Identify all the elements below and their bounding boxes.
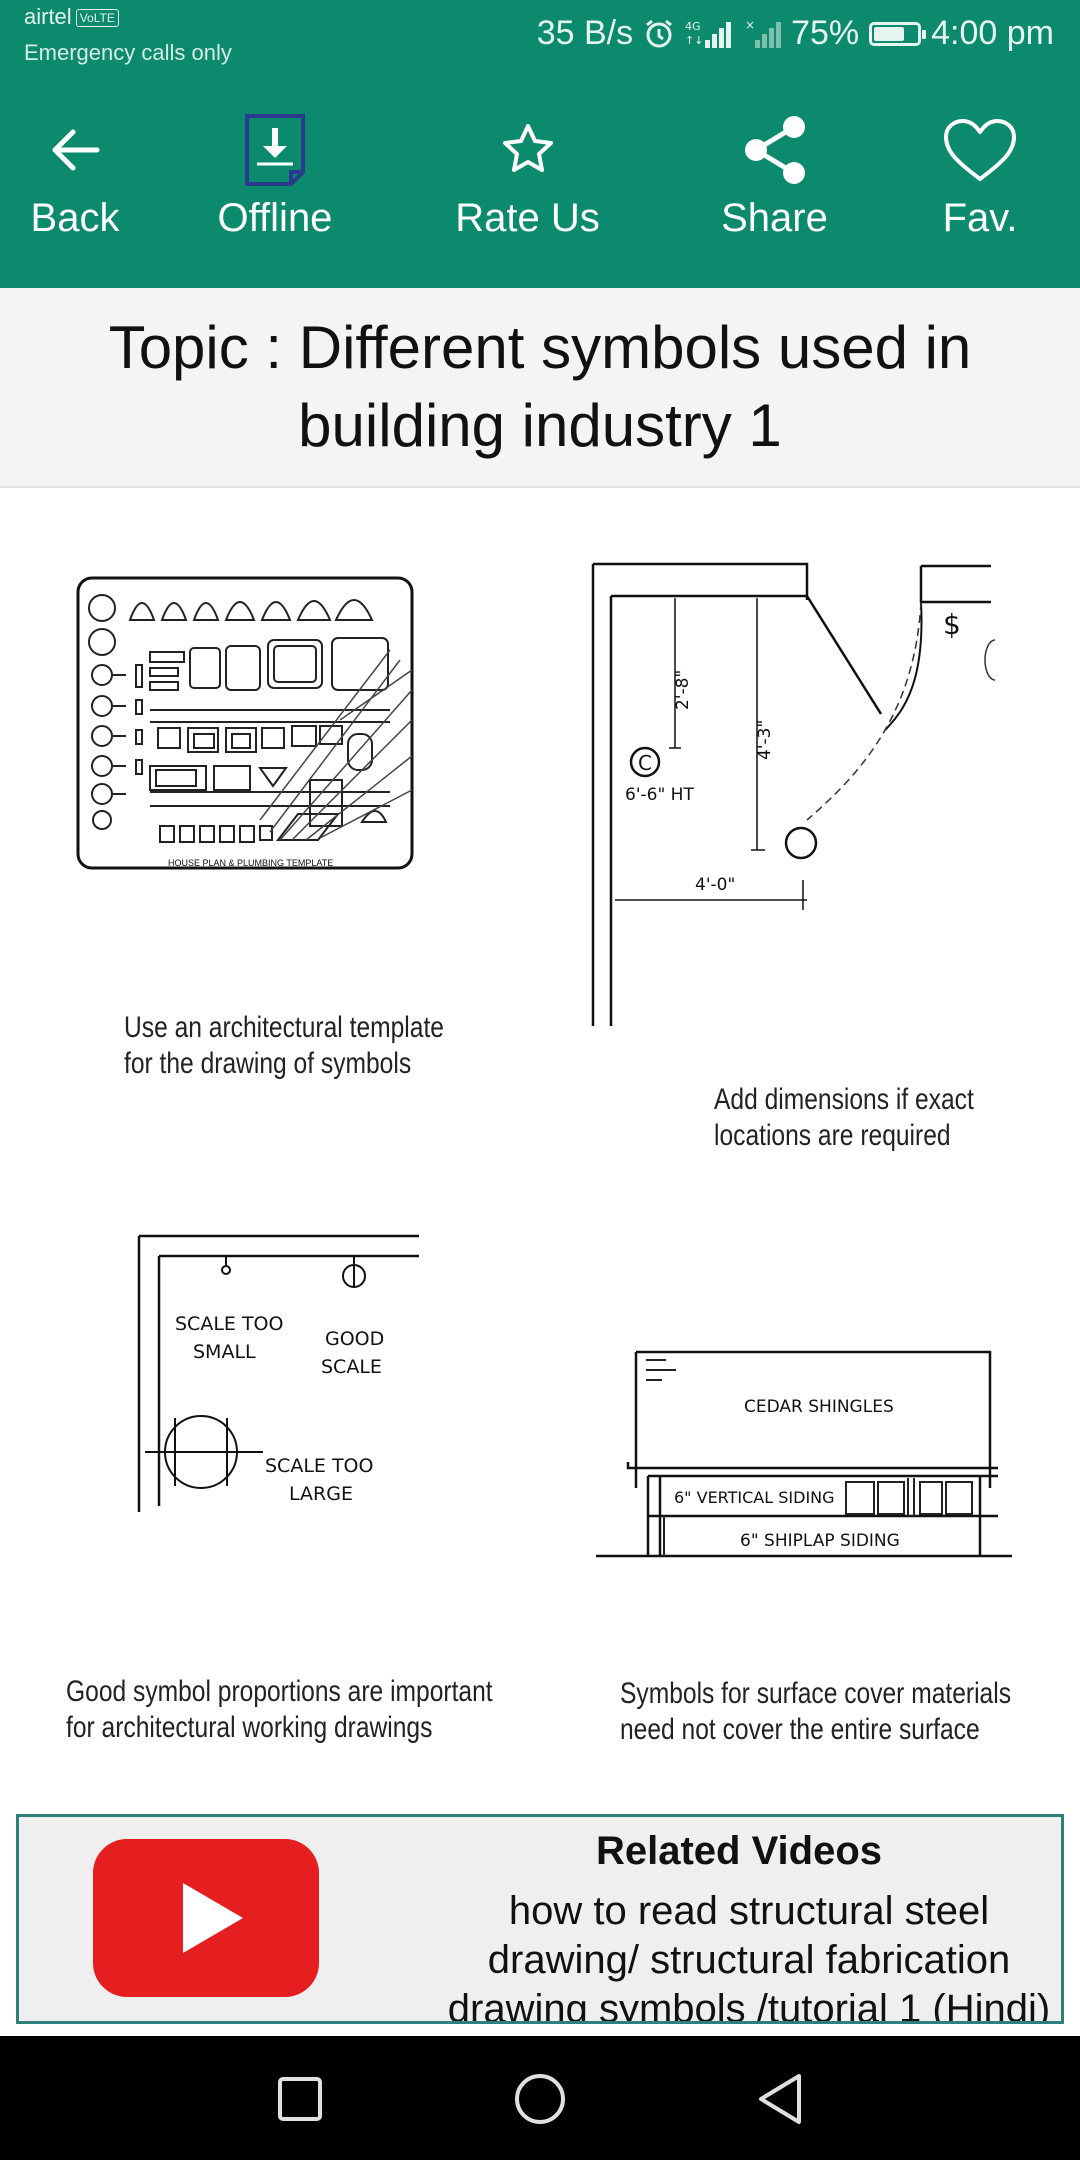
clock-mark: C [638, 751, 652, 775]
dimensions-caption: Add dimensions if exact locations are re… [714, 1083, 974, 1152]
back-nav-button[interactable] [753, 2072, 807, 2126]
star-icon [498, 110, 558, 190]
battery-icon [869, 21, 927, 46]
materials-caption: Symbols for surface cover materials need… [620, 1677, 1011, 1746]
signal-4g-icon: 4G↑↓ [685, 18, 735, 50]
cedar-shingles-label: CEDAR SHINGLES [744, 1397, 894, 1417]
favorite-label: Fav. [942, 196, 1018, 240]
heart-icon [942, 110, 1018, 190]
offline-button[interactable]: Offline [200, 70, 350, 288]
dimension-drawing: $ C 6'-6" HT 2'-8" 4'-3" 4'-0" [591, 562, 996, 1026]
app-toolbar: Back Offline Rate Us Share Fav. [0, 70, 1080, 288]
system-nav-bar [0, 2036, 1080, 2160]
topic-header: Topic : Different symbols used in buildi… [0, 288, 1080, 488]
circle-icon [515, 2074, 565, 2124]
topic-title: Topic : Different symbols used in buildi… [108, 314, 972, 459]
clock-time: 4:00 pm [931, 14, 1054, 52]
battery-percent: 75% [791, 14, 860, 52]
square-icon [278, 2077, 322, 2121]
share-button[interactable]: Share [712, 70, 837, 288]
volte-badge: VoLTE [75, 9, 119, 27]
triangle-back-icon [759, 2074, 801, 2124]
switch-mark: $ [943, 608, 961, 641]
related-videos-card[interactable]: Related Videos how to read structural st… [16, 1814, 1064, 2024]
template-label: HOUSE PLAN & PLUMBING TEMPLATE [168, 858, 333, 868]
svg-text:4G: 4G [685, 20, 701, 33]
signal-no-sim-icon: × [745, 18, 782, 50]
back-button[interactable]: Back [20, 70, 130, 288]
play-icon [183, 1883, 243, 1953]
architectural-template-drawing: HOUSE PLAN & PLUMBING TEMPLATE [76, 576, 414, 870]
rate-us-label: Rate Us [455, 196, 600, 240]
share-label: Share [721, 196, 828, 240]
rate-us-button[interactable]: Rate Us [445, 70, 610, 288]
home-button[interactable] [513, 2072, 567, 2126]
back-label: Back [30, 196, 120, 240]
network-speed: 35 B/s [536, 14, 634, 52]
svg-text:×: × [745, 18, 755, 32]
dim-horizontal: 4'-0" [695, 875, 735, 895]
proportions-caption: Good symbol proportions are important fo… [66, 1675, 493, 1744]
svg-text:↑↓: ↑↓ [685, 34, 703, 47]
arrow-left-icon [47, 110, 103, 190]
related-video-link[interactable]: how to read structural steel drawing/ st… [447, 1889, 1051, 2024]
related-videos-title: Related Videos [595, 1829, 883, 1873]
dim-vertical-1: 2'-8" [673, 670, 693, 710]
shiplap-siding-label: 6" SHIPLAP SIDING [740, 1531, 900, 1551]
offline-label: Offline [217, 196, 333, 240]
youtube-icon[interactable] [93, 1839, 319, 1997]
offline-download-icon [243, 110, 307, 190]
clock-height-label: 6'-6" HT [625, 785, 694, 805]
vertical-siding-label: 6" VERTICAL SIDING [674, 1488, 835, 1507]
alarm-icon [643, 18, 675, 50]
recents-button[interactable] [273, 2072, 327, 2126]
surface-materials-drawing: CEDAR SHINGLES 6" VERTICAL SIDING 6" SHI… [596, 1350, 1012, 1558]
share-icon [738, 110, 812, 190]
favorite-button[interactable]: Fav. [930, 70, 1030, 288]
dim-vertical-2: 4'-3" [755, 720, 775, 760]
template-caption: Use an architectural template for the dr… [124, 1011, 444, 1080]
topic-image[interactable]: HOUSE PLAN & PLUMBING TEMPLATE Use an ar… [0, 490, 1080, 1810]
emergency-text: Emergency calls only [24, 40, 232, 65]
